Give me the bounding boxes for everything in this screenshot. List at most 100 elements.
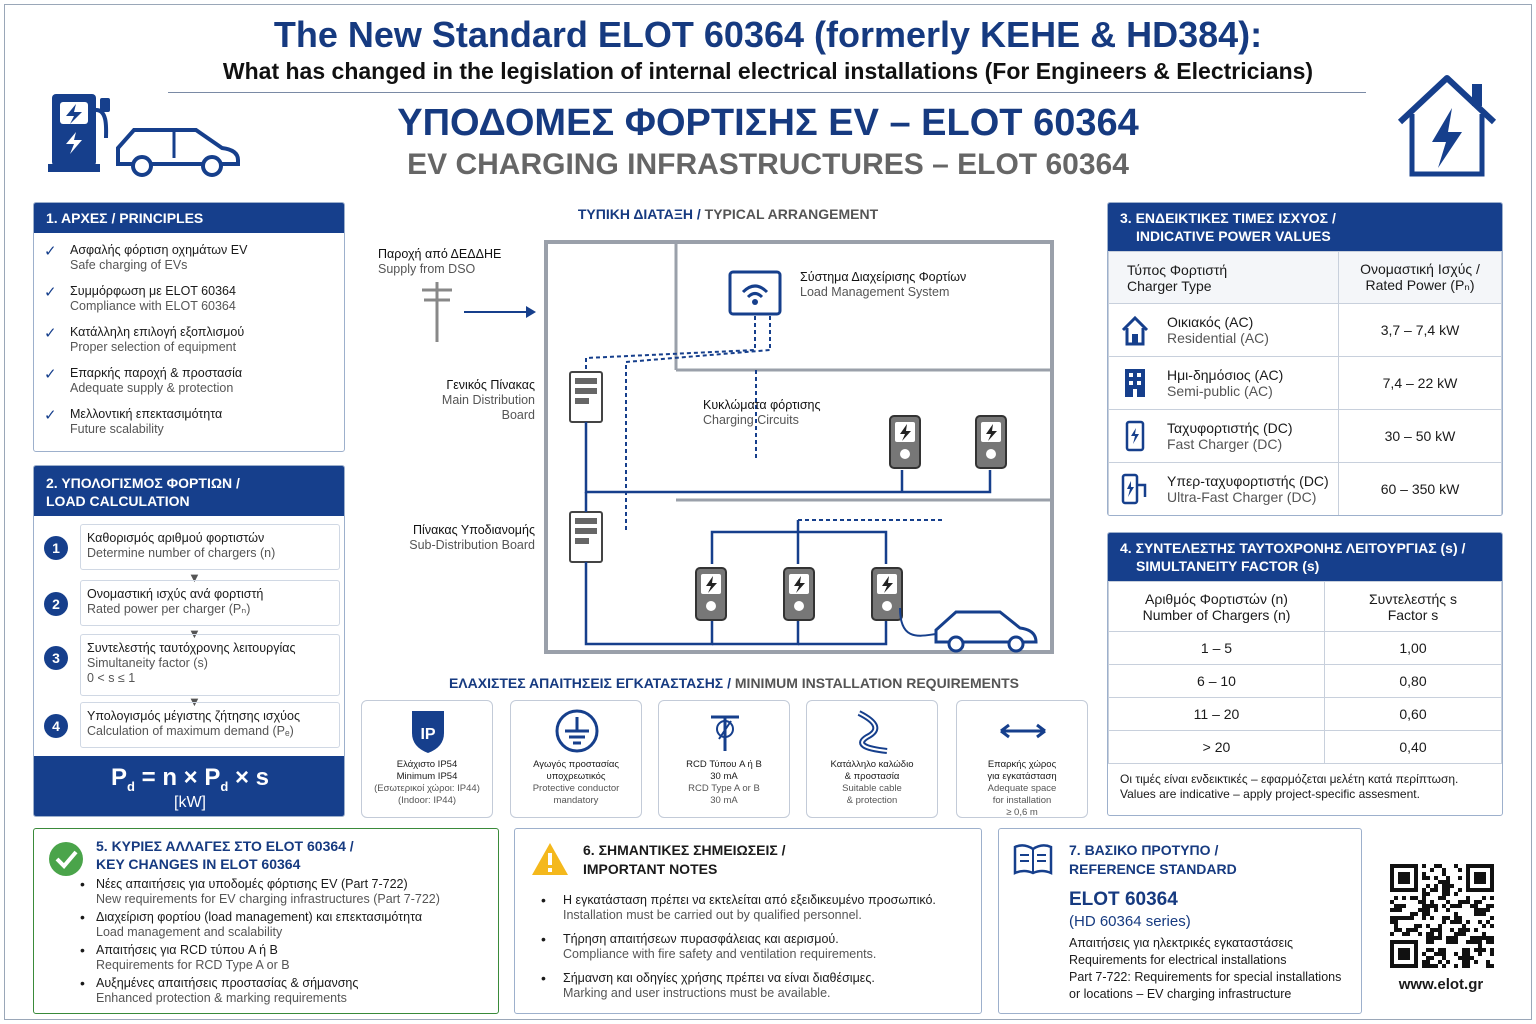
power-title-greek: 3. ΕΝΔΕΙΚΤΙΚΕΣ ΤΙΜΕΣ ΙΣΧΥΟΣ / [1120,210,1336,226]
requirements-title-greek: ΕΛΑΧΙΣΤΕΣ ΑΠΑΙΤΗΣΕΙΣ ΕΓΚΑΤΑΣΤΑΣΗΣ [448,675,724,691]
car-icon [899,607,1038,653]
checkmark-icon: ✓ [44,325,57,342]
svg-text:IP: IP [420,726,435,743]
load-management-icon [728,270,782,316]
col-chargers-english: Number of Chargers (n) [1142,606,1291,623]
change-item: Αυξημένες απαιτήσεις προστασίας & σήμανσ… [76,976,440,1006]
power-values-panel: 3. ΕΝΔΕΙΚΤΙΚΕΣ ΤΙΜΕΣ ΙΣΧΥΟΣ / INDICATIVE … [1107,202,1503,516]
formula-unit: [kW] [174,793,206,811]
col-charger-type-greek: Τύπος Φορτιστή [1127,261,1228,278]
ip-shield-icon: IP [362,707,492,753]
power-row: Υπερ-ταχυφορτιστής (DC)Ultra-Fast Charge… [1108,462,1502,515]
power-row: Οικιακός (AC)Residential (AC)3,7 – 7,4 k… [1108,303,1502,357]
space-arrow-icon [957,707,1087,751]
fast-charger-icon [1125,420,1145,452]
main-heading-english: EV CHARGING INFRASTRUCTURES – ELOT 60364 [407,148,1129,181]
key-changes-panel: 5. ΚΥΡΙΕΣ ΑΛΛΑΓΕΣ ΣΤΟ ELOT 60364 /KEY CH… [33,828,499,1014]
utility-pole-icon [422,282,452,342]
house-lightning-icon [1397,75,1497,177]
diagram-title-greek: ΤΥΠΙΚΗ ΔΙΑΤΑΞΗ [577,206,693,222]
checkmark-icon: ✓ [44,366,57,383]
col-chargers-greek: Αριθμός Φορτιστών (n) [1145,590,1288,607]
diagram-title: ΤΥΠΙΚΗ ΔΙΑΤΑΞΗ / TYPICAL ARRANGEMENT [577,206,879,222]
warning-icon [532,843,568,875]
checkmark-icon: ✓ [44,407,57,424]
requirements-title: ΕΛΑΧΙΣΤΕΣ ΑΠΑΙΤΗΣΕΙΣ ΕΓΚΑΤΑΣΤΑΣΗΣ / MINI… [448,675,1020,691]
qr-code-icon [1390,864,1494,968]
ground-icon [511,707,641,753]
typical-arrangement-diagram [422,240,1054,654]
changes-title: 5. ΚΥΡΙΕΣ ΑΛΛΑΓΕΣ ΣΤΟ ELOT 60364 /KEY CH… [96,838,354,872]
reference-series: (HD 60364 series) [1069,913,1191,930]
elot-url-link[interactable]: www.elot.gr [1398,976,1484,993]
rcd-icon [659,707,789,751]
changes-list: Νέες απαιτήσεις για υποδομές φόρτισης EV… [76,877,440,1009]
sub-distribution-board-icon [569,511,603,563]
check-circle-icon [49,842,83,876]
ev-charger-icon [975,415,1007,469]
notes-list: Η εγκατάσταση πρέπει να εκτελείται από ε… [537,893,977,1010]
principles-title: 1. ΑΡΧΕΣ / PRINCIPLES [34,203,344,233]
building-icon [1125,369,1145,397]
simult-title-greek: 4. ΣΥΝΤΕΛΕΣΤΗΣ ΤΑΥΤΟΧΡΟΝΗΣ ΛΕΙΤΟΥΡΓΙΑΣ (… [1120,540,1466,556]
step-number: 1 [44,536,68,560]
cable-icon [807,707,937,754]
main-heading-greek: ΥΠΟΔΟΜΕΣ ΦΟΡΤΙΣΗΣ EV – ELOT 60364 [397,102,1139,144]
note-item: Η εγκατάσταση πρέπει να εκτελείται από ε… [537,893,977,923]
note-item: Σήμανση και οδηγίες χρήσης πρέπει να είν… [537,971,977,1001]
power-row: Ημι-δημόσιος (AC)Semi-public (AC)7,4 – 2… [1108,356,1502,410]
reference-panel: 7. ΒΑΣΙΚΟ ΠΡΟΤΥΠΟ /REFERENCE STANDARD EL… [998,828,1362,1014]
power-title-english: INDICATIVE POWER VALUES [1136,228,1331,244]
note-item: Τήρηση απαιτήσεων πυρασφάλειας και αερισ… [537,932,977,962]
change-item: Απαιτήσεις για RCD τύπου A ή BRequiremen… [76,943,440,973]
ev-charger-icon [695,567,727,621]
change-item: Νέες απαιτήσεις για υποδομές φόρτισης EV… [76,877,440,907]
important-notes-panel: 6. ΣΗΜΑΝΤΙΚΕΣ ΣΗΜΕΙΩΣΕΙΣ /IMPORTANT NOTE… [514,828,982,1014]
checkmark-icon: ✓ [44,243,57,260]
load-calculation-panel: 2. ΥΠΟΛΟΓΙΣΜΟΣ ΦΟΡΤΙΩΝ /LOAD CALCULATION… [33,465,345,817]
header-divider [168,92,1366,93]
simultaneity-panel: 4. ΣΥΝΤΕΛΕΣΤΗΣ ΤΑΥΤΟΧΡΟΝΗΣ ΛΕΙΤΟΥΡΓΙΑΣ (… [1107,532,1503,816]
col-factor-greek: Συντελεστής s [1369,590,1457,607]
page-subtitle: What has changed in the legislation of i… [222,58,1314,84]
change-item: Διαχείριση φορτίου (load management) και… [76,910,440,940]
formula-box: Pd = n × Pd × s [kW] [34,756,344,816]
simult-title-english: SIMULTANEITY FACTOR (s) [1136,558,1320,574]
arrow-down-icon: ▼ [188,626,201,641]
ev-charger-icon [871,567,903,621]
reference-title: 7. ΒΑΣΙΚΟ ΠΡΟΤΥΠΟ /REFERENCE STANDARD [1069,842,1237,877]
ev-charger-icon [889,415,921,469]
ultra-fast-charger-icon [1121,473,1147,505]
arrow-down-icon: ▼ [188,570,201,585]
step-number: 3 [44,646,68,670]
diagram-title-english: TYPICAL ARRANGEMENT [704,206,879,222]
col-charger-type-english: Charger Type [1127,277,1212,294]
step-number: 4 [44,714,68,738]
reference-standard: ELOT 60364 [1069,889,1178,910]
requirements-title-english: MINIMUM INSTALLATION REQUIREMENTS [734,675,1020,691]
main-distribution-board-icon [569,371,603,423]
col-rated-power-english: Rated Power (Pₙ) [1365,277,1475,293]
col-factor-english: Factor s [1387,606,1439,623]
house-icon [1121,315,1149,346]
ev-charger-icon [783,567,815,621]
page-title: The New Standard ELOT 60364 (formerly KE… [273,14,1263,55]
